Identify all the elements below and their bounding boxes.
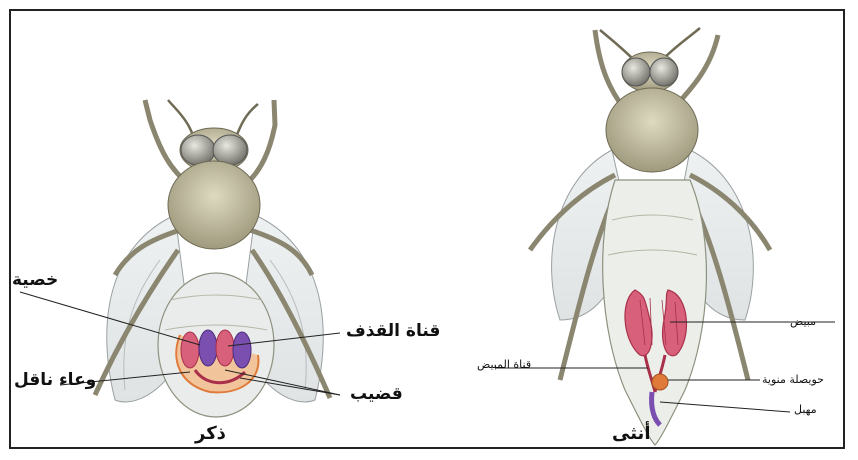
label-vas-deferens: وعاء ناقل — [14, 372, 96, 389]
female-caption: أنثى — [612, 425, 651, 443]
label-testis: خصية — [12, 272, 58, 289]
label-penis: قضيب — [350, 386, 403, 403]
label-ejaculatory-duct: قناة القذف — [346, 323, 440, 340]
label-ovary: مبيض — [790, 316, 816, 327]
male-caption: ذكر — [195, 425, 226, 443]
label-oviduct: قناة المبيض — [477, 359, 531, 370]
label-spermatheca: حويصلة منوية — [762, 374, 824, 385]
label-vagina: مهبل — [794, 404, 817, 415]
